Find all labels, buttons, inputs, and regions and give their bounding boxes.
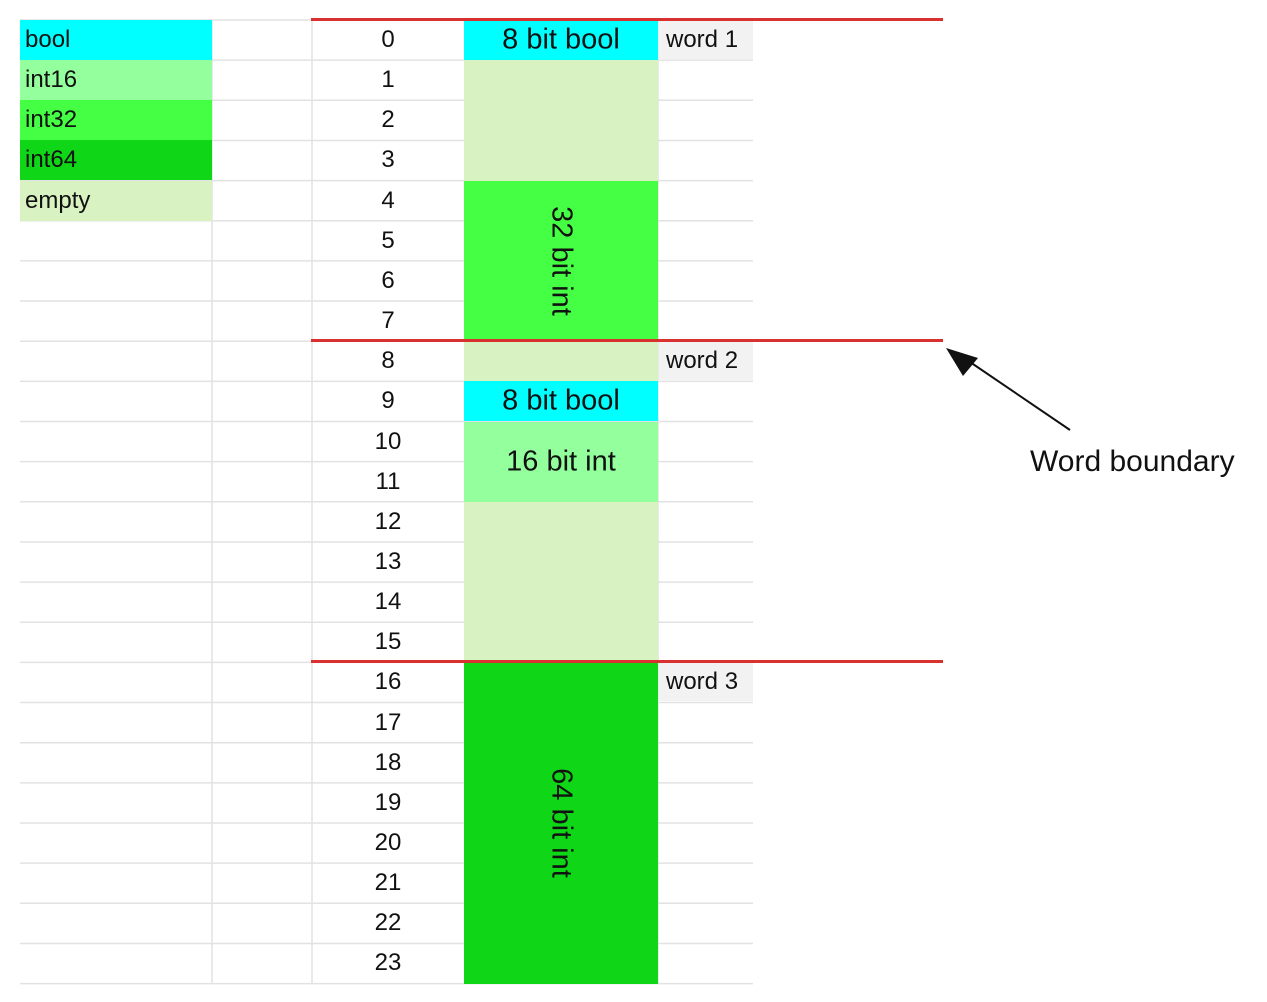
byte-offset: 7: [381, 307, 395, 335]
word-label: word 1: [659, 21, 753, 59]
byte-offset: 21: [374, 869, 402, 897]
memory-block-int16: 16 bit int: [464, 421, 658, 502]
byte-offset: 18: [374, 748, 402, 776]
memory-block-bool: 8 bit bool: [464, 20, 658, 61]
arrow-head: [946, 348, 978, 376]
word-label: word 2: [659, 342, 753, 381]
memory-block-int64: 64 bit int: [464, 662, 658, 984]
memory-block-int32: 32 bit int: [464, 180, 658, 342]
memory-block-label: 16 bit int: [506, 445, 616, 478]
memory-block-label: 8 bit bool: [502, 23, 620, 56]
word-boundary-annotation: Word boundary: [1030, 445, 1235, 478]
byte-offset: 19: [374, 788, 402, 816]
byte-offset: 17: [374, 708, 402, 736]
byte-offset: 6: [381, 266, 395, 294]
memory-block-empty: [464, 501, 658, 663]
byte-offset: 0: [381, 26, 395, 53]
byte-offset: 8: [381, 347, 395, 375]
byte-offset: 5: [381, 226, 395, 254]
memory-block-label: 8 bit bool: [502, 384, 620, 417]
legend-item-int16: int16: [20, 60, 212, 101]
byte-offset: 20: [374, 829, 402, 856]
legend-item-int32: int32: [20, 100, 212, 141]
memory-block-empty: [464, 341, 658, 382]
memory-block-empty: [464, 60, 658, 181]
byte-offset: 11: [375, 467, 401, 495]
byte-offset: 16: [374, 668, 402, 696]
word-boundary-line: [311, 339, 943, 343]
arrow-shaft: [969, 361, 1071, 431]
legend-item-int64: int64: [20, 140, 212, 181]
word-label: word 3: [659, 663, 753, 702]
byte-offset: 3: [381, 146, 395, 174]
memory-block-bool: 8 bit bool: [464, 381, 658, 422]
byte-offset: 2: [381, 106, 395, 134]
word-boundary-line: [311, 660, 943, 664]
byte-offset: 13: [374, 547, 402, 575]
byte-offset: 23: [374, 949, 402, 977]
byte-offset: 12: [374, 507, 402, 535]
byte-offset: 9: [381, 387, 395, 415]
byte-offset: 1: [381, 66, 395, 94]
byte-offset: 4: [381, 186, 395, 214]
byte-offset: 22: [374, 909, 402, 937]
byte-offset: 14: [374, 588, 402, 616]
byte-offset: 15: [374, 628, 402, 656]
legend-item-empty: empty: [20, 180, 212, 221]
word-boundary-line: [311, 18, 943, 21]
legend-item-bool: bool: [20, 20, 212, 60]
byte-offset: 10: [374, 427, 402, 455]
